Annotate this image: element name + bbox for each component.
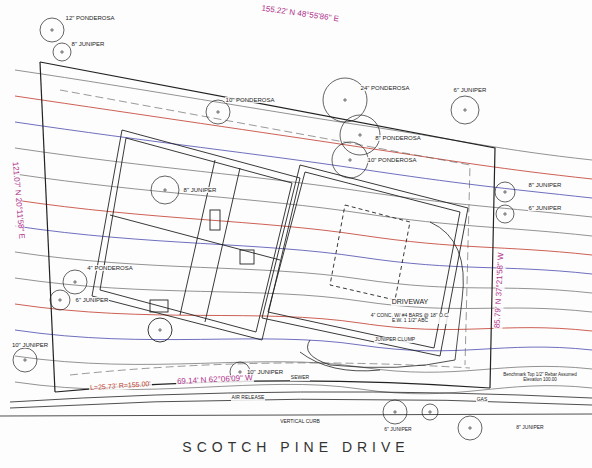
tree-symbol <box>495 182 515 202</box>
tree-label: 6" JUNIPER <box>453 87 488 94</box>
tree-symbol <box>63 270 87 294</box>
tree-label: 6" JUNIPER <box>75 297 110 304</box>
contour-line <box>15 356 592 372</box>
tree-symbol <box>458 416 482 440</box>
tree-center <box>358 133 362 137</box>
tree-symbol <box>40 18 64 42</box>
tree-label: 6" JUNIPER <box>383 427 412 433</box>
contour-line <box>15 330 592 351</box>
bearing-dimension: 85.79' N 37°21'58" W <box>494 251 507 329</box>
bearing-dimension: 69.14' N 62°06'09" W <box>176 374 254 387</box>
tree-label: 4" PONDEROSA <box>86 265 133 272</box>
tree-symbol <box>422 404 438 420</box>
tree-label: 8" JUNIPER <box>515 425 544 431</box>
tree-symbol <box>332 142 368 178</box>
tree-center <box>60 50 64 54</box>
tree-center <box>428 410 432 414</box>
tree-symbol <box>53 43 71 61</box>
tree-center <box>343 98 347 102</box>
tree-center <box>393 410 397 414</box>
bearing-dimension: 121.07' N 20°11'58" E <box>10 160 26 240</box>
tree-label: 8" JUNIPER <box>71 41 106 48</box>
tree-center <box>238 370 242 374</box>
tree-center <box>503 190 507 194</box>
utility-label: AIR RELEASE <box>231 395 266 401</box>
curb-label: VERTICAL CURB <box>279 419 321 425</box>
contour-line <box>15 174 592 236</box>
contour-line <box>15 148 592 217</box>
tree-label: 8" PONDEROSA <box>374 135 421 142</box>
tree-symbol <box>206 100 230 124</box>
tree-center <box>163 188 167 192</box>
tree-center <box>468 426 472 430</box>
tree-center <box>503 212 507 216</box>
tree-label: 10" PONDEROSA <box>225 97 276 104</box>
contour-line <box>15 70 592 160</box>
tree-center <box>348 158 352 162</box>
tree-center <box>158 328 162 332</box>
tree-label: 6" JUNIPER <box>528 205 563 212</box>
tree-label: JUNIPER CLUMP <box>374 337 416 343</box>
tree-center <box>73 280 77 284</box>
utility-label: GAS <box>476 397 489 403</box>
tree-symbol <box>451 96 479 124</box>
driveway-label: DRIVEWAY <box>391 298 430 306</box>
benchmark-note: Benchmark Top 1/2" Rebar Assumed Elevati… <box>499 373 581 383</box>
utility-label: SEWER <box>290 375 310 381</box>
tree-center <box>216 110 220 114</box>
tree-symbol <box>148 318 172 342</box>
bearing-dimension: 155.22' N 48°55'86" E <box>260 4 340 24</box>
tree-label: 8" JUNIPER <box>528 182 563 189</box>
tree-label: 12" PONDEROSA <box>65 15 116 22</box>
street-name: SCOTCH PINE DRIVE <box>182 440 409 455</box>
tree-label: 24" PONDEROSA <box>360 85 411 92</box>
tree-center <box>463 108 467 112</box>
contour-line <box>15 96 592 179</box>
tree-center <box>23 358 27 362</box>
contour-line <box>15 200 592 255</box>
driveway-note: 4" CONC. W/ #4 BARS @ 18" O.C. E.W. 1 1/… <box>369 313 451 324</box>
tree-center <box>58 298 62 302</box>
tree-symbol <box>13 348 37 372</box>
tree-label: 10" PONDEROSA <box>367 157 418 164</box>
tree-symbol <box>50 290 70 310</box>
tree-symbol <box>383 400 407 424</box>
tree-label: 10" JUNIPER <box>11 342 49 349</box>
tree-label: 8" JUNIPER <box>183 187 218 194</box>
curve-dimension: L=25.73' R=155.00' <box>88 380 151 392</box>
tree-symbol <box>151 176 179 204</box>
tree-symbol <box>496 205 514 223</box>
tree-center <box>50 28 54 32</box>
